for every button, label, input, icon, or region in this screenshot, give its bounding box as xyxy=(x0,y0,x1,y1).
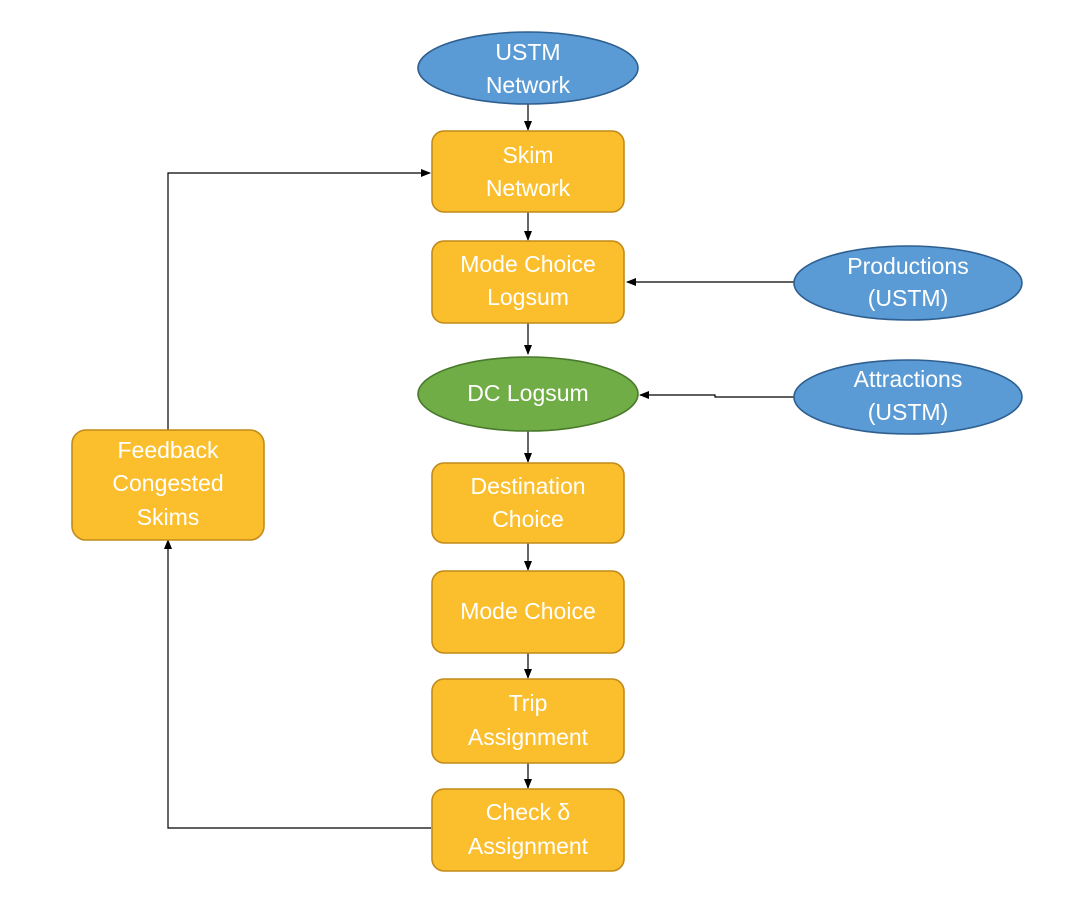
node-skim-network-line1: Skim xyxy=(502,142,553,168)
node-mode-choice-logsum-line2: Logsum xyxy=(487,284,569,310)
node-feedback-congested-skims: Feedback Congested Skims xyxy=(71,429,265,541)
node-mode-choice: Mode Choice xyxy=(431,570,625,654)
edge-feedback-to-skim xyxy=(167,169,431,430)
node-trip-assignment-line2: Assignment xyxy=(468,724,589,750)
node-ustm-network-line1: USTM xyxy=(495,39,560,65)
edge-attractions-to-dc-logsum xyxy=(639,391,794,399)
node-attractions-line1: Attractions xyxy=(854,366,963,392)
node-destination-choice: Destination Choice xyxy=(431,462,625,544)
node-feedback-line3: Skims xyxy=(137,504,200,530)
node-productions-line2: (USTM) xyxy=(868,285,948,311)
node-feedback-line2: Congested xyxy=(112,470,223,496)
node-ustm-network-line2: Network xyxy=(486,72,571,98)
node-mode-choice-logsum-line1: Mode Choice xyxy=(460,251,596,277)
node-check-assignment-line1: Check δ xyxy=(486,799,570,825)
node-destination-choice-line2: Choice xyxy=(492,506,564,532)
node-dc-logsum-line1: DC Logsum xyxy=(467,380,588,406)
node-mode-choice-logsum: Mode Choice Logsum xyxy=(431,240,625,324)
node-trip-assignment-line1: Trip xyxy=(509,690,548,716)
node-trip-assignment: Trip Assignment xyxy=(431,678,625,764)
node-dc-logsum: DC Logsum xyxy=(417,356,639,432)
node-destination-choice-line1: Destination xyxy=(470,473,585,499)
node-productions: Productions (USTM) xyxy=(793,245,1023,321)
node-skim-network-line2: Network xyxy=(486,175,571,201)
node-attractions-line2: (USTM) xyxy=(868,399,948,425)
node-skim-network: Skim Network xyxy=(431,130,625,213)
node-productions-line1: Productions xyxy=(847,253,968,279)
edge-check-to-feedback xyxy=(164,539,431,829)
node-mode-choice-line1: Mode Choice xyxy=(460,598,596,624)
node-feedback-line1: Feedback xyxy=(117,437,219,463)
node-attractions: Attractions (USTM) xyxy=(793,359,1023,435)
node-check-assignment: Check δ Assignment xyxy=(431,788,625,872)
node-ustm-network: USTM Network xyxy=(417,31,639,105)
node-check-assignment-line2: Assignment xyxy=(468,833,589,859)
